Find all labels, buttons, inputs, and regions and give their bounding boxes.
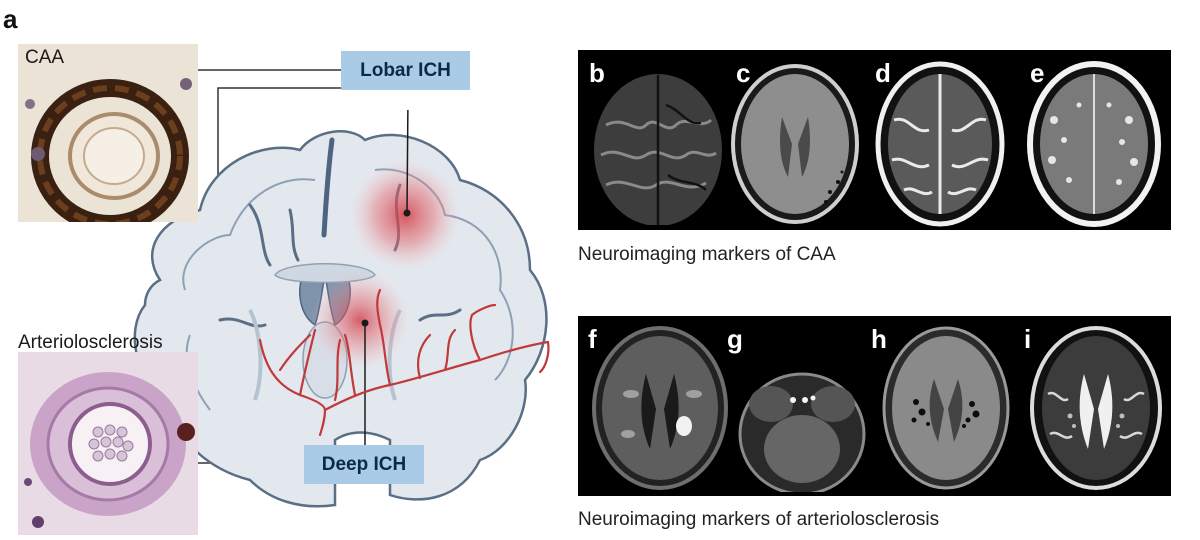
caa-histology-image: [18, 44, 198, 222]
panel-letter-b: b: [589, 58, 605, 88]
lobar-ich-tag: Lobar ICH: [341, 51, 470, 90]
panel-letter-a: a: [3, 4, 18, 34]
mri-scan-i: [1030, 326, 1162, 490]
deep-ich-tag: Deep ICH: [304, 445, 424, 484]
caa-mri-strip: b c d e: [578, 50, 1171, 230]
panel-letter-c: c: [736, 58, 751, 88]
vessel-tree: [258, 288, 550, 437]
deep-hemorrhage: [310, 270, 410, 370]
panel-letter-d: d: [875, 58, 891, 88]
mri-scan-b: [594, 74, 722, 225]
mri-scan-d: [875, 61, 1005, 227]
arteriolosclerosis-histology-image: [18, 352, 198, 535]
panel-letter-e: e: [1030, 58, 1045, 88]
mri-scan-g: [738, 372, 866, 492]
mri-scan-e: [1027, 61, 1161, 227]
mri-scan-h: [882, 326, 1010, 490]
caa-label: CAA: [25, 47, 65, 68]
mri-scan-c: [731, 64, 859, 224]
arteriolosclerosis-label: Arteriolosclerosis: [18, 332, 163, 353]
panel-letter-g: g: [727, 324, 743, 354]
arteriolosclerosis-mri-strip: f g h i: [578, 316, 1171, 496]
arteriolosclerosis-strip-caption: Neuroimaging markers of arterioloscleros…: [578, 509, 940, 530]
mri-scan-f: [592, 326, 728, 490]
caa-strip-caption: Neuroimaging markers of CAA: [578, 244, 836, 265]
brain-schematic: [133, 110, 550, 508]
panel-letter-f: f: [588, 324, 597, 354]
panel-letter-h: h: [871, 324, 887, 354]
panel-letter-i: i: [1024, 324, 1032, 354]
